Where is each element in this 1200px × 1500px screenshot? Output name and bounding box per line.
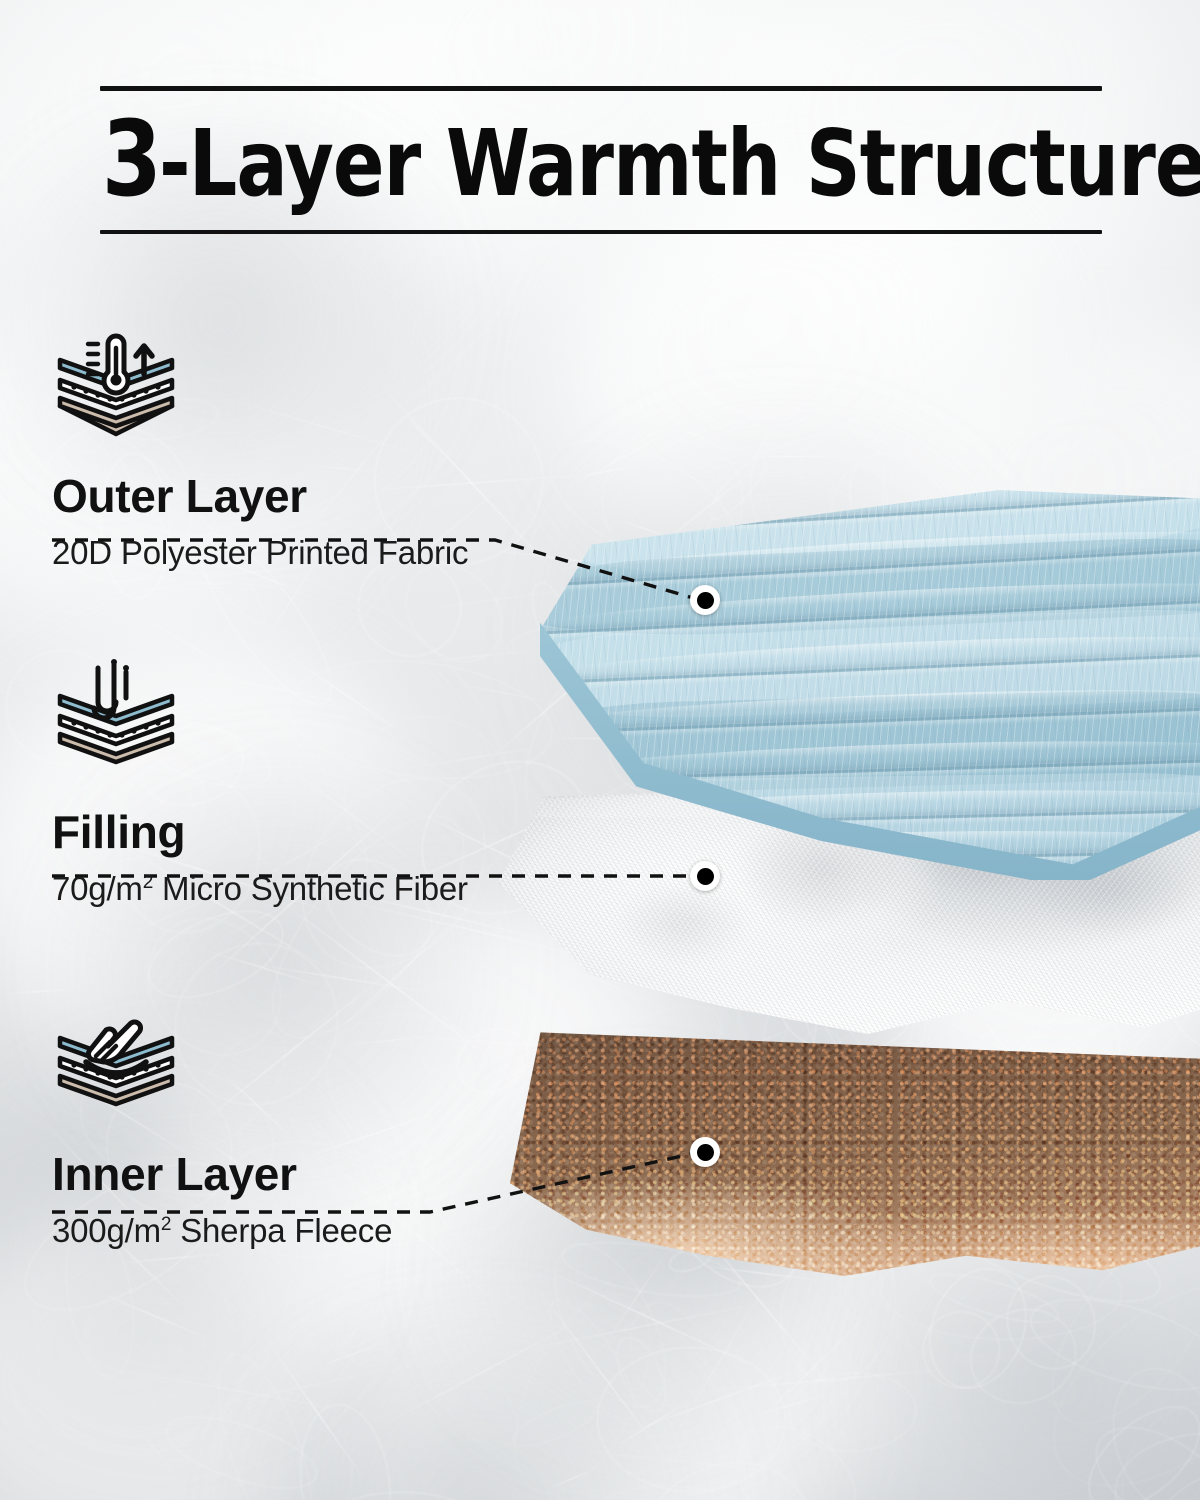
sherpa-nub-texture-fine bbox=[510, 1032, 1200, 1276]
hand-touch-layers-icon bbox=[52, 1000, 180, 1128]
filling-spec-unit-exponent: 2 bbox=[142, 872, 154, 893]
outer-layer-spec: 20D Polyester Printed Fabric bbox=[52, 522, 468, 574]
background-fiber-strand bbox=[746, 455, 843, 457]
outer-layer-marker[interactable] bbox=[690, 585, 720, 615]
title-rule-top bbox=[100, 86, 1102, 91]
callout-inner-text: Inner Layer 300g/m2 Sherpa Fleece bbox=[52, 1148, 392, 1252]
thermometer-layers-icon bbox=[52, 322, 180, 450]
inner-layer-marker[interactable] bbox=[690, 1137, 720, 1167]
title-dash: - bbox=[158, 110, 191, 217]
title-rule-bottom bbox=[100, 230, 1102, 234]
inner-layer-spec-unit-exponent: 2 bbox=[160, 1214, 172, 1235]
background-cloud bbox=[0, 250, 430, 680]
filling-marker[interactable] bbox=[690, 861, 720, 891]
filling-spec-suffix: Micro Synthetic Fiber bbox=[153, 870, 468, 907]
inner-layer-spec: 300g/m2 Sherpa Fleece bbox=[52, 1200, 392, 1252]
callout-filling-text: Filling 70g/m2 Micro Synthetic Fiber bbox=[52, 806, 468, 910]
marker-dot bbox=[696, 867, 714, 885]
inner-layer-spec-value: 300g/m bbox=[52, 1212, 161, 1249]
marker-dot bbox=[696, 591, 714, 609]
callout-outer-text: Outer Layer 20D Polyester Printed Fabric bbox=[52, 470, 468, 574]
marker-dot bbox=[696, 1143, 714, 1161]
filling-spec-value: 70g/m bbox=[52, 870, 143, 907]
title-number: 3 bbox=[101, 98, 162, 220]
brown-sherpa-fleece-lining bbox=[510, 1032, 1200, 1276]
inner-layer-heading: Inner Layer bbox=[52, 1148, 297, 1200]
title-rest: Layer Warmth Structure bbox=[188, 110, 1200, 217]
page-title: 3-Layer Warmth Structure bbox=[100, 91, 1200, 230]
header: 3-Layer Warmth Structure bbox=[100, 86, 1200, 234]
background-shadow-cloud bbox=[0, 1040, 400, 1440]
background-shadow-cloud bbox=[0, 120, 480, 520]
outer-layer-heading: Outer Layer bbox=[52, 470, 307, 522]
fiber-layers-icon bbox=[52, 658, 180, 786]
outer-layer-spec-text: 20D Polyester Printed Fabric bbox=[52, 534, 469, 571]
product-layer-stack-photo bbox=[470, 470, 1200, 1400]
filling-heading: Filling bbox=[52, 806, 186, 858]
inner-layer-spec-suffix: Sherpa Fleece bbox=[171, 1212, 393, 1249]
filling-spec: 70g/m2 Micro Synthetic Fiber bbox=[52, 858, 468, 910]
